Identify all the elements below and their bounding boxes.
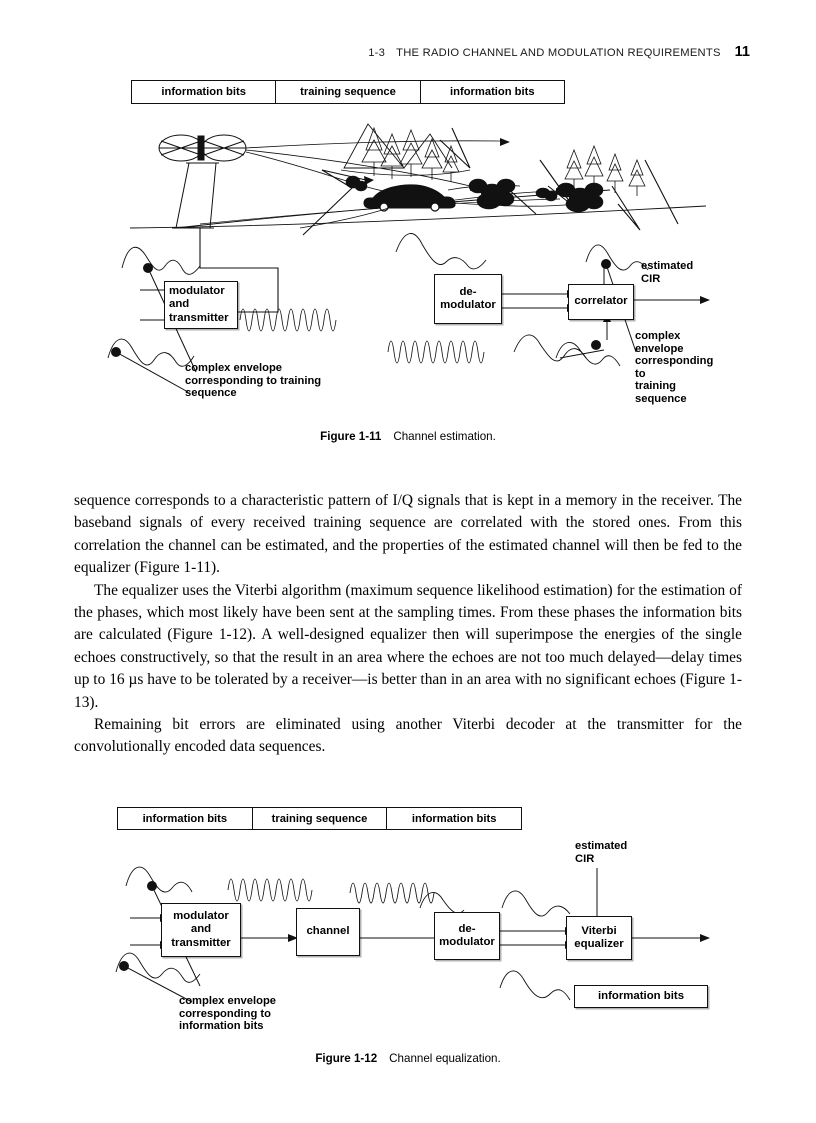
rf-waveform-chan-in (227, 878, 313, 902)
burst-cell-information-bits-right: information bits (450, 86, 535, 98)
base-station-tower (158, 134, 247, 229)
baseband-waveform-corr-bottom (555, 342, 621, 367)
section-number: 1-3 (368, 47, 386, 59)
block-viterbi-equalizer-1-12: Viterbi equalizer (566, 916, 632, 960)
propagation-rays (245, 140, 576, 229)
signal-wiring (115, 228, 700, 393)
baseband-waveform-eq-in (501, 890, 571, 917)
figure-1-12-caption-label: Figure 1-12 (315, 1052, 378, 1065)
baseband-waveform-tx2-1-12 (115, 952, 201, 983)
block-correlator-1-11: correlator (568, 284, 634, 320)
figure-1-12: information bits training sequence infor… (0, 790, 816, 1080)
rf-waveform-receive (387, 340, 485, 364)
body-paragraph-3: Remaining bit errors are eliminated usin… (74, 716, 742, 756)
burst-structure-1-12: information bits training sequence infor… (117, 807, 522, 830)
burst-cell-training-sequence: training sequence (276, 81, 421, 103)
block-output-information-bits-1-12: information bits (574, 985, 708, 1008)
block-label: channel (306, 925, 350, 938)
block-modulator-transmitter-1-12: modulator and transmitter (161, 903, 241, 957)
block-label: modulator and transmitter (171, 909, 231, 949)
label-complex-envelope-training-right: complex envelope corresponding to traini… (635, 330, 714, 405)
figure-1-12-artwork (115, 866, 710, 1003)
label-estimated-cir-1-11: estimated CIR (641, 260, 694, 285)
figure-1-11: information bits training sequence infor… (0, 0, 816, 455)
tree-group-left (361, 126, 460, 182)
block-demodulator-1-12: de- modulator (434, 912, 500, 960)
label-estimated-cir-1-12: estimated CIR (575, 840, 628, 865)
block-demodulator-1-11: de- modulator (434, 274, 502, 324)
baseband-waveform-rx-1 (395, 233, 487, 270)
block-label: correlator (574, 295, 628, 308)
running-head-section: 1-3 THE RADIO CHANNEL AND MODULATION REQU… (368, 47, 720, 59)
rf-waveform-transmit (239, 308, 337, 332)
block-label: de- modulator (439, 922, 495, 949)
burst-cell-training-sequence: training sequence (253, 808, 388, 829)
page-number: 11 (734, 44, 750, 60)
body-text: sequence corresponds to a characteristic… (74, 490, 742, 759)
figure-1-12-caption: Figure 1-12 Channel equalization. (0, 1052, 816, 1065)
block-label: de- modulator (440, 285, 496, 312)
baseband-waveform-tx-1-12 (125, 866, 193, 893)
echo-paths (302, 127, 679, 236)
running-head: 1-3 THE RADIO CHANNEL AND MODULATION REQU… (0, 44, 816, 64)
label-complex-envelope-training-left: complex envelope corresponding to traini… (185, 362, 322, 400)
block-label: modulator and transmitter (169, 284, 229, 324)
signal-markers (111, 259, 611, 357)
body-paragraph-1: sequence corresponds to a characteristic… (74, 492, 742, 577)
section-title: THE RADIO CHANNEL AND MODULATION REQUIRE… (396, 47, 721, 59)
burst-cell-information-bits-left: information bits (132, 81, 277, 103)
signal-markers-1-12 (119, 881, 157, 971)
baseband-waveform-demod-in (419, 892, 465, 914)
bush-cluster-right (556, 182, 604, 213)
block-label: information bits (597, 989, 685, 1002)
block-channel-1-12: channel (296, 908, 360, 956)
baseband-waveform-corr-top (585, 244, 649, 271)
figure-1-11-caption-text: Channel estimation. (393, 430, 496, 443)
baseband-waveform-rx-2 (513, 334, 587, 362)
bush-small-left (345, 175, 368, 192)
block-label: Viterbi equalizer (574, 924, 624, 951)
vehicle-car (363, 184, 456, 212)
rf-waveform-chan-out (349, 882, 435, 904)
body-paragraph-2: The equalizer uses the Viterbi algorithm… (74, 581, 742, 711)
burst-cell-information-bits-left: information bits (118, 808, 253, 829)
figure-1-11-caption: Figure 1-11 Channel estimation. (0, 430, 816, 443)
bush-small-mid (535, 187, 558, 202)
figure-1-11-caption-label: Figure 1-11 (320, 430, 382, 443)
baseband-waveform-tx-1 (121, 246, 201, 275)
burst-structure-1-11: information bits training sequence infor… (131, 80, 565, 104)
burst-cell-information-bits-right: information bits (411, 813, 497, 825)
label-complex-envelope-information-bits: complex envelope corresponding to inform… (179, 995, 276, 1033)
echo-arrowheads (364, 176, 490, 197)
figure-1-12-caption-text: Channel equalization. (389, 1052, 501, 1065)
baseband-waveform-tx-2 (107, 338, 195, 367)
baseband-waveform-eq-out (499, 970, 571, 1001)
block-modulator-transmitter-1-11: modulator and transmitter (164, 281, 238, 329)
